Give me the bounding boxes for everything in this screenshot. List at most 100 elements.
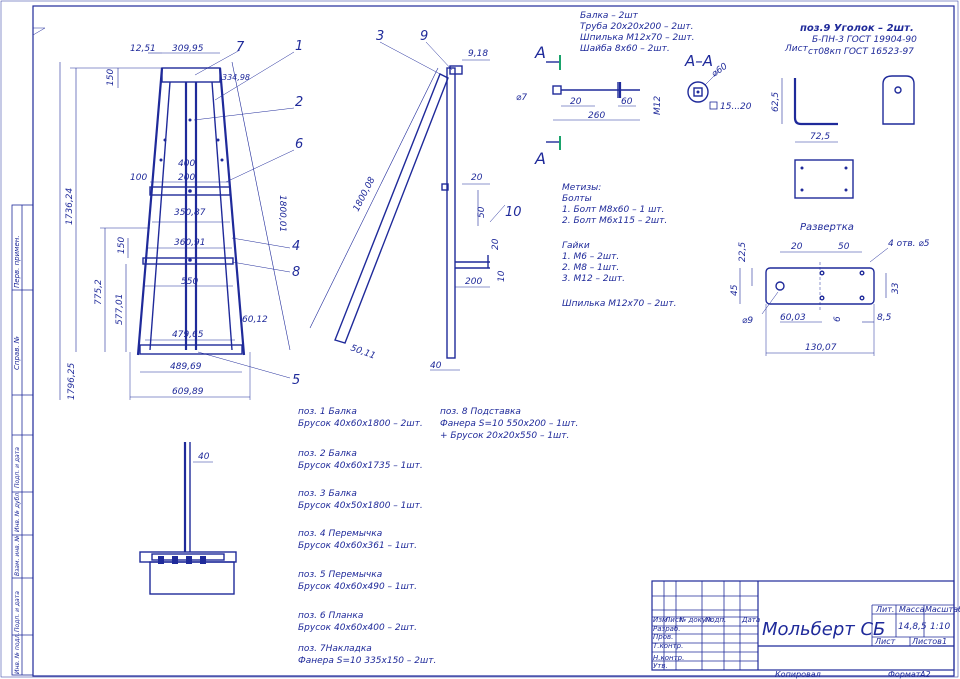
metizy-1: Болты [562,194,592,204]
razv-dim-6: 6 [833,316,843,322]
side-view: 3 9 9,18 1800,08 50,11 20 50 20 10 200 1… [309,29,522,371]
tb-head-podp: Подп. [705,616,726,624]
tb-head-izm: Изм [653,616,668,624]
metizy-2: 1. Болт М8х60 – 1 шт. [562,205,664,215]
angle-title: поз.9 Уголок – 2шт. [800,23,914,34]
stamp-sprav: Справ. № [13,336,21,370]
drawing-title: Мольберт СБ [762,619,885,640]
section-aa-label: А–А [684,52,713,70]
pos-5-label: 5 [292,373,300,388]
front-dim-334-98: 334,98 [222,73,250,82]
side-dim-40: 40 [430,361,442,371]
tb-role-razrab: Разраб. [653,625,681,633]
angle-line1: Б-ПН-3 ГОСТ 19904-90 [812,35,917,45]
side-dim-1800-08: 1800,08 [352,175,378,213]
metizy-10: Шпилька М12х70 – 2шт. [562,299,677,309]
metizy-0: Метизы: [562,183,601,193]
stamp-vzam-inv: Взам. инв. № [14,535,21,576]
side-dim-9-18: 9,18 [468,49,488,59]
tb-copied: Копировал [775,670,821,679]
balka-note-2: Труба 20х20х200 – 2шт. [580,22,693,32]
part-3-spec: Брусок 40х50х1800 – 1шт. [298,501,423,511]
pos-7-label: 7 [236,40,245,55]
tb-head-data: Дата [741,616,760,624]
front-dim-12-51: 12,51 [130,44,156,54]
side-stamp-column: Перв. примен. Справ. № Подп. и дата Инв.… [11,204,34,676]
pos-9-label: 9 [420,29,428,44]
pos-4-label: 4 [292,239,300,254]
front-dim-609-89: 609,89 [172,387,204,397]
aa-dim-15-20: 15...20 [720,102,752,112]
part-2-pos: поз. 2 Балка [298,449,357,459]
section-a-bottom: А [534,149,546,168]
front-dim-400: 400 [178,159,195,169]
side-dim-50: 50 [477,206,487,218]
part-6-pos: поз. 6 Планка [298,611,363,621]
part-5-spec: Брусок 40х60х490 – 1шт. [298,582,417,592]
tb-col-mass: Масса [899,605,925,614]
front-dim-1736-24: 1736,24 [65,188,75,225]
pos-2-label: 2 [295,95,303,110]
razv-dim-8-5: 8,5 [877,313,892,323]
front-dim-489-69: 489,69 [170,362,202,372]
stamp-podp-data-1: Подп. и дата [14,447,21,488]
razv-dim-60-03: 60,03 [780,313,806,323]
balka-note-1: Балка – 2шт [580,11,639,21]
metizy-5: Гайки [562,241,590,251]
front-dim-577-01: 577,01 [115,294,125,326]
tb-sheet-label: Лист [874,637,896,646]
metizy-3: 2. Болт М6х115 – 2шт. [562,216,667,226]
tb-col-scale: Масштаб [925,605,960,614]
beam-dim-m12: M12 [653,96,663,115]
razv-dim-d9: ⌀9 [742,316,753,326]
angle-line2: ст08кп ГОСТ 16523-97 [808,47,914,57]
stamp-inv-podl: Инв. № подл. [14,633,21,674]
stamp-inv-dubl: Инв. № дубл. [14,491,21,532]
tb-role-tkontr: Т.контр. [653,642,683,650]
front-view: 12,51 309,95 334,98 150 1736,24 400 100 … [59,39,303,400]
side-dim-10: 10 [497,270,507,282]
razv-dim-22-5: 22,5 [738,242,748,262]
metizy-6: 1. М6 – 2шт. [562,252,619,262]
part-1-pos: поз. 1 Балка [298,407,357,417]
pos-10-label: 10 [505,205,522,220]
front-dim-350-87: 350,87 [174,208,206,218]
angle-dim-62-5: 62,5 [771,92,781,112]
side-dim-20-a: 20 [471,173,483,183]
front-dim-1796-25: 1796,25 [67,363,77,400]
tb-scale-value: 1:10 [930,622,950,632]
tb-format-value: A2 [919,670,931,679]
stamp-perv-primen: Перв. примен. [13,235,21,288]
front-dim-309-95: 309,95 [172,44,204,54]
part-2-spec: Брусок 40х60х1735 – 1шт. [298,461,423,471]
stamp-podp-data-2: Подп. и дата [14,591,21,632]
front-dim-360-91: 360,91 [174,238,206,248]
front-dim-60-12: 60,12 [242,315,268,325]
tb-head-list: Лист [664,616,684,624]
pos-3-label: 3 [376,29,384,44]
beam-dim-60: 60 [621,97,633,107]
razv-dim-20: 20 [791,242,803,252]
balka-note-3: Шпилька М12х70 – 2шт. [580,33,695,43]
part-1-spec: Брусок 40х60х1800 – 2шт. [298,419,423,429]
top-view: 40 [139,442,237,595]
part-8-pos: поз. 8 Подставка [440,407,521,417]
frame-border [32,5,955,677]
beam-dim-20: 20 [570,97,582,107]
section-aa: А–А ⌀60 15...20 [684,52,752,112]
razv-dim-130-07: 130,07 [805,343,837,353]
part-8-spec: Фанера S=10 550х200 – 1шт. [440,419,578,429]
part-5-pos: поз. 5 Перемычка [298,570,382,580]
razv-dim-45: 45 [730,284,740,296]
metizy-8: 3. М12 – 2шт. [562,274,625,284]
tb-role-nkontr: Н.контр. [653,654,684,662]
side-dim-200: 200 [465,277,482,287]
tb-role-utv: Утв. [653,662,668,670]
beam-detail: А А ⌀7 20 60 260 M12 Балка – 2шт Труба 2… [516,11,695,168]
balka-note-4: Шайба 8х60 – 2шт. [580,44,670,54]
tb-sheets-label: Листов [911,637,942,646]
tb-sheets-value: 1 [942,637,947,646]
side-dim-20-b: 20 [491,238,501,250]
